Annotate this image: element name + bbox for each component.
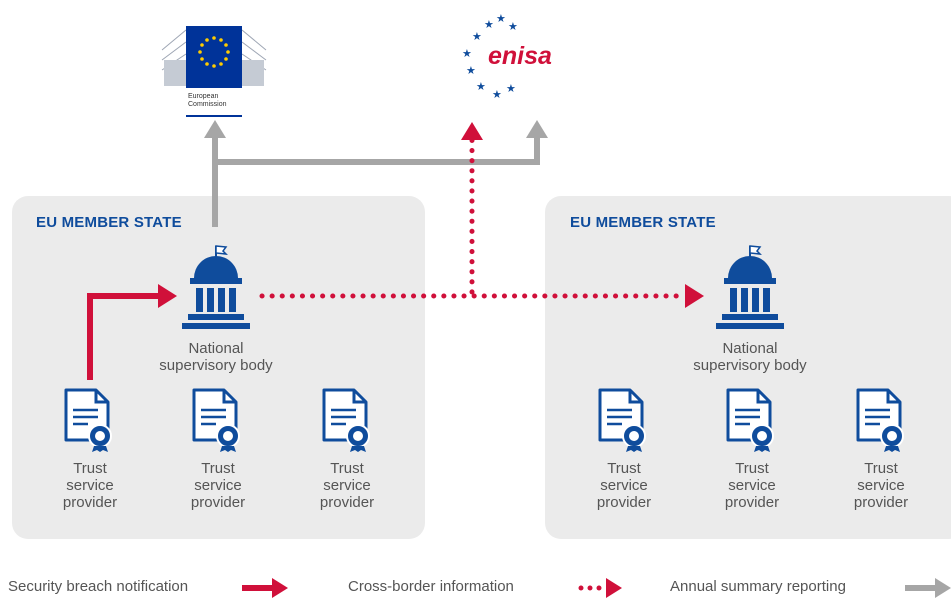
- trust-service-provider-label: Trust service provider: [190, 460, 246, 511]
- svg-text:★: ★: [466, 65, 476, 77]
- member-state-title-right: EU MEMBER STATE: [570, 214, 716, 231]
- legend-annual-label: Annual summary reporting: [670, 578, 846, 595]
- certificate-document-icon: [726, 388, 774, 452]
- trust-service-provider-label: Trust service provider: [319, 460, 375, 511]
- ec-logo-text-line1: European: [188, 93, 219, 100]
- svg-text:★: ★: [492, 89, 502, 101]
- svg-text:★: ★: [508, 21, 518, 33]
- legend-annual-arrow-icon: [905, 578, 951, 598]
- arrowhead-to-enisa-annual: [526, 120, 548, 138]
- cross-border-dotted-line: [259, 137, 687, 299]
- enisa-logo: ★ ★ ★ ★ ★ ★ ★ ★ ★ enisa: [448, 12, 568, 102]
- certificate-document-icon: [856, 388, 904, 452]
- certificate-document-icon: [64, 388, 112, 452]
- legend-breach-label: Security breach notification: [8, 578, 189, 595]
- legend-breach-arrow-icon: [242, 578, 288, 598]
- national-supervisory-body-label-left: National supervisory body: [159, 340, 273, 374]
- annual-reporting-arrows: [212, 137, 540, 227]
- arrowhead-to-enisa-cross-border: [461, 122, 483, 140]
- trust-service-provider-label: Trust service provider: [853, 460, 909, 511]
- national-supervisory-body-icon: [716, 245, 784, 329]
- ec-building-icon: [161, 26, 267, 118]
- ec-logo-text-line2: Commission: [188, 101, 227, 108]
- trust-service-provider-label: Trust service provider: [62, 460, 118, 511]
- svg-text:★: ★: [476, 81, 486, 93]
- svg-text:★: ★: [462, 48, 472, 60]
- member-state-title-left: EU MEMBER STATE: [36, 214, 182, 231]
- enisa-stars-icon: ★ ★ ★ ★ ★ ★ ★ ★ ★: [462, 13, 518, 101]
- arrowhead-to-right-body: [685, 284, 704, 308]
- certificate-document-icon: [192, 388, 240, 452]
- trust-service-provider-label: Trust service provider: [724, 460, 780, 511]
- trust-service-provider-label: Trust service provider: [596, 460, 652, 511]
- svg-text:★: ★: [506, 83, 516, 95]
- svg-text:★: ★: [472, 31, 482, 43]
- enisa-logo-text: enisa: [488, 42, 552, 70]
- svg-text:★: ★: [496, 13, 506, 25]
- svg-text:★: ★: [484, 19, 494, 31]
- certificate-document-icon: [322, 388, 370, 452]
- certificate-document-icon: [598, 388, 646, 452]
- legend-cross-border-label: Cross-border information: [348, 578, 514, 595]
- arrowhead-to-ec: [204, 120, 226, 138]
- legend-cross-border-arrow-icon: [578, 578, 622, 598]
- european-commission-logo: European Commission: [160, 20, 268, 118]
- breach-notification-arrow: [87, 293, 160, 380]
- national-supervisory-body-label-right: National supervisory body: [693, 340, 807, 374]
- member-state-panel-right: [545, 196, 951, 539]
- national-supervisory-body-icon: [182, 245, 250, 329]
